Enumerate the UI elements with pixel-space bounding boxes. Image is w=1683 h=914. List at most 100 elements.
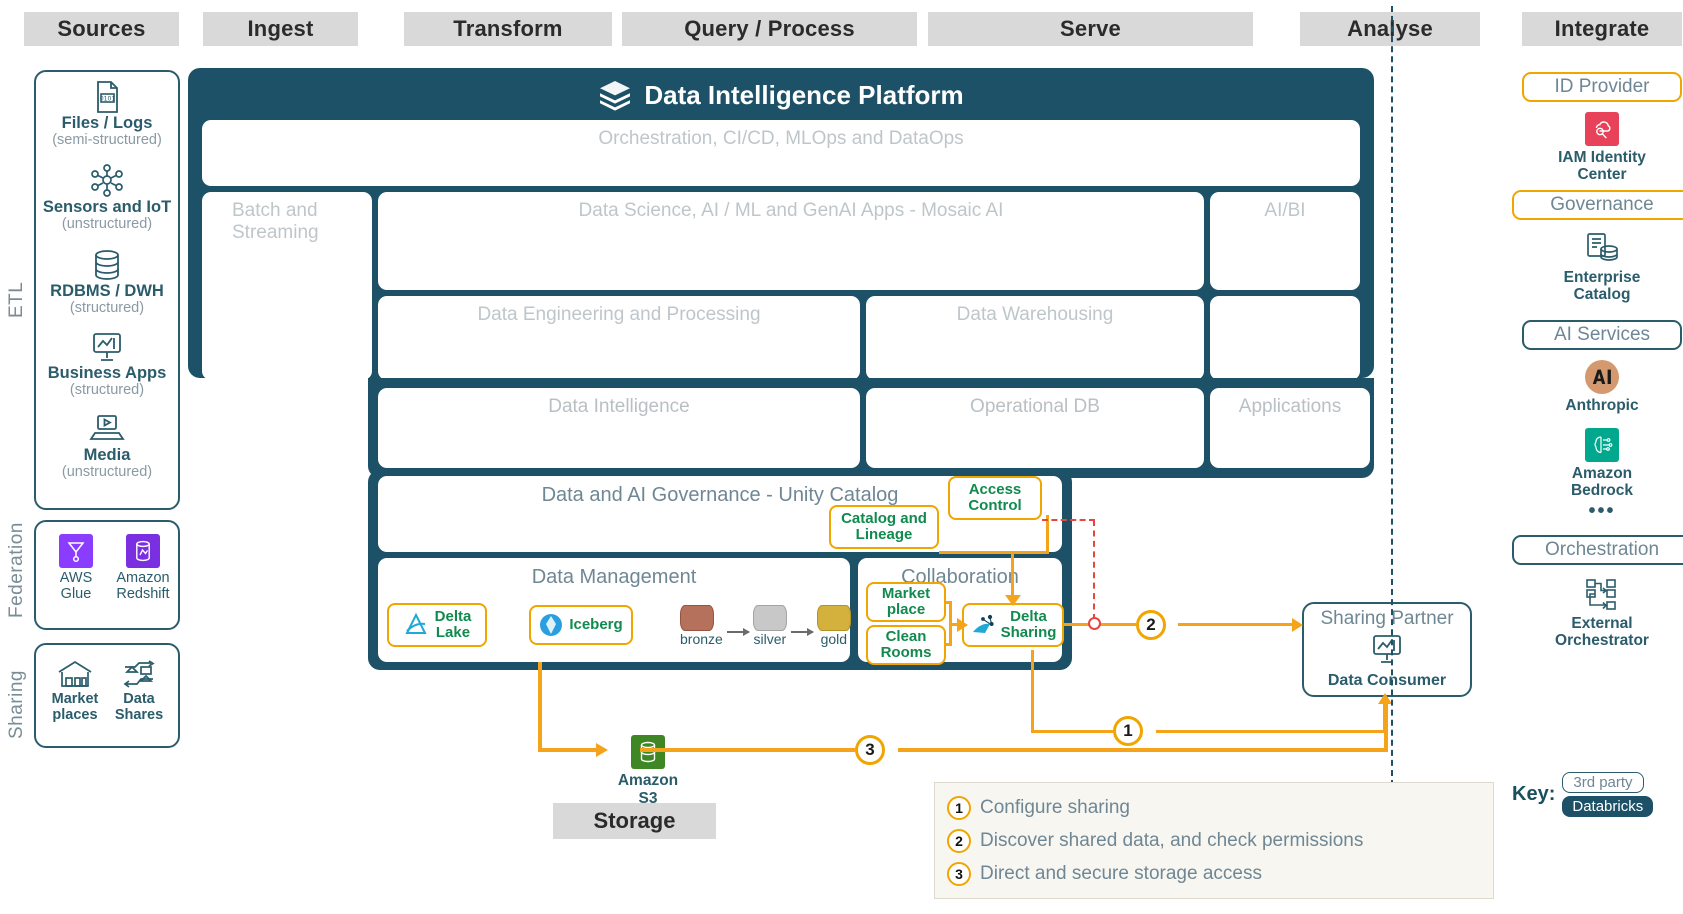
platform-box-label: Operational DB [970, 396, 1100, 417]
delta-lake-icon [403, 612, 429, 638]
legend-number: 2 [947, 828, 971, 853]
chip-marketplace[interactable]: Market place [866, 582, 946, 622]
integrate-section-orchestration[interactable]: Orchestration [1512, 535, 1683, 565]
platform-box-data-intelligence[interactable]: Data Intelligence [378, 388, 860, 468]
rail-label-sharing: Sharing [6, 655, 28, 755]
chip-label: Catalog and Lineage [841, 510, 927, 543]
integrate-item-label: Amazon Bedrock [1570, 465, 1634, 500]
column-header-transform: Transform [404, 12, 612, 46]
source-title: Media [83, 446, 131, 464]
amazon-bedrock-icon [1522, 428, 1682, 462]
arrowhead-icon [1005, 595, 1021, 606]
rail-label-etl: ETL [6, 240, 28, 360]
integrate-item-enterprise-catalog[interactable]: Enterprise Catalog [1522, 230, 1682, 304]
access-control-dashed-h [1042, 519, 1095, 521]
legend-row: 2 Discover shared data, and check permis… [947, 824, 1493, 857]
chip-catalog-and-lineage[interactable]: Catalog and Lineage [829, 505, 939, 549]
platform-box-label: Batch and Streaming [232, 200, 319, 243]
platform-box-label: Data Engineering and Processing [477, 304, 761, 325]
arrow-icon [726, 628, 750, 636]
amazon-redshift-icon [126, 534, 160, 568]
key-databricks-swatch: Databricks [1562, 796, 1654, 817]
chip-label: Clean Rooms [880, 628, 932, 661]
platform-box-ai-bi[interactable]: AI/BI [1210, 192, 1360, 290]
integrate-section-governance[interactable]: Governance [1512, 190, 1683, 220]
governance-title: Data and AI Governance - Unity Catalog [541, 484, 899, 506]
column-header-analyse: Analyse [1300, 12, 1480, 46]
chip-delta-sharing[interactable]: Delta Sharing [962, 603, 1064, 647]
platform-box-batch-streaming[interactable]: Batch and Streaming [202, 192, 372, 380]
integrate-item-anthropic[interactable]: Anthropic [1522, 360, 1682, 414]
integrate-item-amazon-bedrock[interactable]: Amazon Bedrock [1522, 428, 1682, 500]
platform-box-label: Data Intelligence [548, 396, 690, 417]
legend-number: 1 [947, 795, 971, 820]
key-label: Key: [1512, 783, 1556, 805]
legend-row: 1 Configure sharing [947, 791, 1493, 824]
integrate-item-label: Enterprise Catalog [1563, 269, 1641, 304]
rail-label-text: Sharing [6, 670, 27, 740]
platform-box-data-science[interactable]: Data Science, AI / ML and GenAI Apps - M… [378, 192, 1204, 290]
integrate-section-label: Orchestration [1544, 539, 1660, 560]
source-item-business-apps[interactable]: Business Apps (structured) [36, 330, 178, 399]
steps-legend-panel: 1 Configure sharing 2 Discover shared da… [934, 782, 1494, 899]
platform-box-orchestration[interactable]: Orchestration, CI/CD, MLOps and DataOps [202, 120, 1360, 186]
platform-box-data-warehousing[interactable]: Data Warehousing [866, 296, 1204, 380]
platform-box-applications[interactable]: Applications [1210, 388, 1370, 468]
chip-iceberg[interactable]: Iceberg [529, 605, 633, 645]
rail-label-text: ETL [6, 281, 27, 319]
integrate-section-label: AI Services [1553, 324, 1651, 345]
integrate-section-id-provider[interactable]: ID Provider [1522, 72, 1682, 102]
chip-clean-rooms[interactable]: Clean Rooms [866, 625, 946, 665]
platform-box-analyse-spacer[interactable] [1210, 296, 1360, 380]
connector-collab-mp [946, 601, 952, 604]
arrowhead-icon [596, 743, 608, 757]
chip-delta-lake[interactable]: Delta Lake [387, 603, 487, 647]
source-item-sensors-iot[interactable]: Sensors and IoT (unstructured) [36, 164, 178, 233]
svg-text:0101: 0101 [100, 96, 115, 103]
legend-number-text: 3 [955, 865, 963, 882]
access-control-endpoint-dot [1088, 617, 1101, 630]
integrate-item-external-orchestrator[interactable]: External Orchestrator [1522, 578, 1682, 650]
platform-title: Data Intelligence Platform [188, 68, 1374, 122]
integrate-item-label: Anthropic [1565, 397, 1639, 414]
connector-lineage-v [1046, 515, 1049, 553]
platform-box-operational-db[interactable]: Operational DB [866, 388, 1204, 468]
source-item-rdbms-dwh[interactable]: RDBMS / DWH (structured) [36, 248, 178, 317]
platform-box-label: Data Warehousing [956, 304, 1114, 325]
marketplace-icon [44, 657, 106, 691]
platform-box-data-engineering[interactable]: Data Engineering and Processing [378, 296, 860, 380]
column-header-label: Sources [57, 16, 146, 41]
column-header-label: Integrate [1554, 16, 1650, 41]
flow-marker-label: 3 [865, 740, 875, 759]
chip-access-control[interactable]: Access Control [948, 476, 1042, 520]
arrowhead-icon [1292, 618, 1303, 632]
delta-sharing-icon [970, 612, 996, 638]
legend-number-text: 1 [955, 799, 963, 816]
platform-title-text: Data Intelligence Platform [644, 79, 964, 110]
sharing-partner-panel[interactable]: Sharing Partner Data Consumer [1302, 602, 1472, 697]
access-control-dashed-line [1093, 520, 1095, 620]
integrate-section-ai-services[interactable]: AI Services [1522, 320, 1682, 350]
integrate-item-iam-identity-center[interactable]: IAM Identity Center [1522, 112, 1682, 184]
flow-marker-3: 3 [855, 735, 885, 765]
source-subtitle: (unstructured) [61, 216, 153, 233]
arrow-icon [790, 628, 814, 636]
silver-cylinder-icon [752, 605, 787, 631]
ellipsis-icon: ••• [1522, 500, 1682, 523]
source-subtitle: (structured) [69, 300, 145, 317]
connector-2-to-partner [1178, 623, 1296, 626]
source-item-media[interactable]: Media (unstructured) [36, 412, 178, 481]
source-item-files-logs[interactable]: 0101 Files / Logs (semi-structured) [36, 80, 178, 149]
medallion-bronze: bronze [680, 605, 723, 647]
storage-service-amazon-s3[interactable]: Amazon S3 [608, 735, 688, 808]
storage-chip-label: Storage [593, 808, 676, 833]
chip-label: Iceberg [569, 616, 623, 634]
monitor-chart-icon [1304, 632, 1470, 666]
